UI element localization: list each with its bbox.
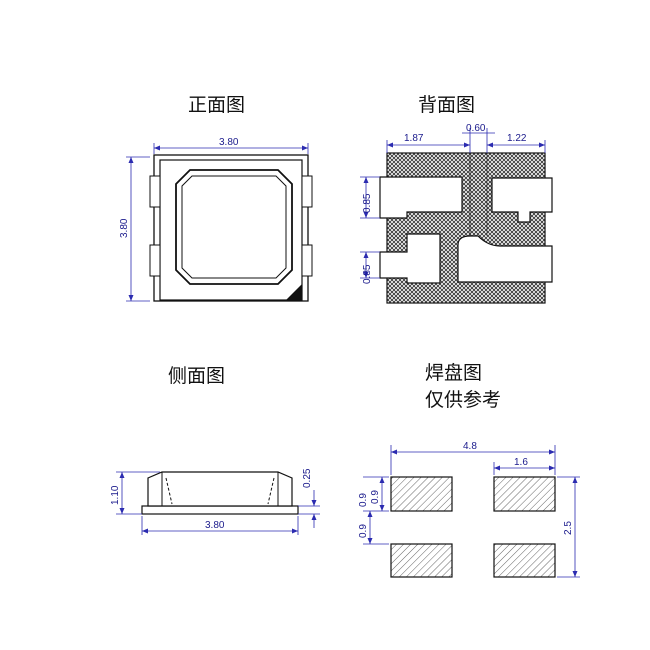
side-view: 1.10 0.25 3.80 [110, 468, 320, 535]
pad-view-title: 焊盘图 [425, 362, 482, 384]
pad-upper-left [390, 476, 453, 512]
back-gap-label: 0.60 [466, 123, 486, 134]
back-pad-lower-right [457, 235, 553, 283]
back-pad-upper-right [491, 177, 553, 223]
pad-gap-lower-label: 0.9 [358, 524, 369, 538]
pad-total-width-label: 4.8 [463, 441, 477, 452]
front-cavity-outer [175, 169, 293, 285]
front-view-title: 正面图 [188, 94, 245, 116]
front-lead-right-lower [301, 244, 313, 277]
back-upper-pad-height-label: 0.85 [362, 193, 373, 213]
back-pad-upper-left [379, 176, 463, 219]
back-right-width-label: 1.22 [507, 133, 527, 144]
cathode-mark [286, 284, 302, 300]
front-lead-left-upper [149, 175, 161, 208]
pad-gap-label: 0.9 [358, 493, 369, 507]
side-height-label: 1.10 [110, 485, 121, 505]
back-view: 1.87 0.60 1.22 0.85 0.85 [360, 123, 553, 304]
front-lead-right-upper [301, 175, 313, 208]
back-pad-lower-left [379, 233, 441, 284]
side-width-label: 3.80 [205, 520, 225, 531]
front-cavity-inner [181, 175, 287, 279]
side-base [141, 505, 299, 515]
pad-lower-left [390, 543, 453, 578]
pad-width-label: 1.6 [514, 457, 528, 468]
pad-total-height-label: 2.5 [563, 521, 574, 535]
back-view-title: 背面图 [418, 94, 475, 116]
side-base-thickness-label: 0.25 [302, 468, 313, 488]
front-outer-frame [153, 154, 309, 302]
pad-upper-height-label: 0.9 [370, 490, 381, 504]
pad-lower-right [493, 543, 556, 578]
front-height-label: 3.80 [119, 218, 130, 238]
back-left-width-label: 1.87 [404, 133, 424, 144]
front-view: 3.80 3.80 [119, 137, 313, 302]
pad-upper-right [493, 476, 556, 512]
side-view-title: 侧面图 [168, 365, 225, 387]
back-lower-pad-height-label: 0.85 [362, 264, 373, 284]
pad-layout-view: 4.8 1.6 0.9 0.9 0.9 2.5 [358, 441, 580, 578]
front-width-label: 3.80 [219, 137, 239, 148]
front-lead-left-lower [149, 244, 161, 277]
pad-view-note: 仅供参考 [425, 389, 501, 411]
side-body [147, 471, 293, 507]
